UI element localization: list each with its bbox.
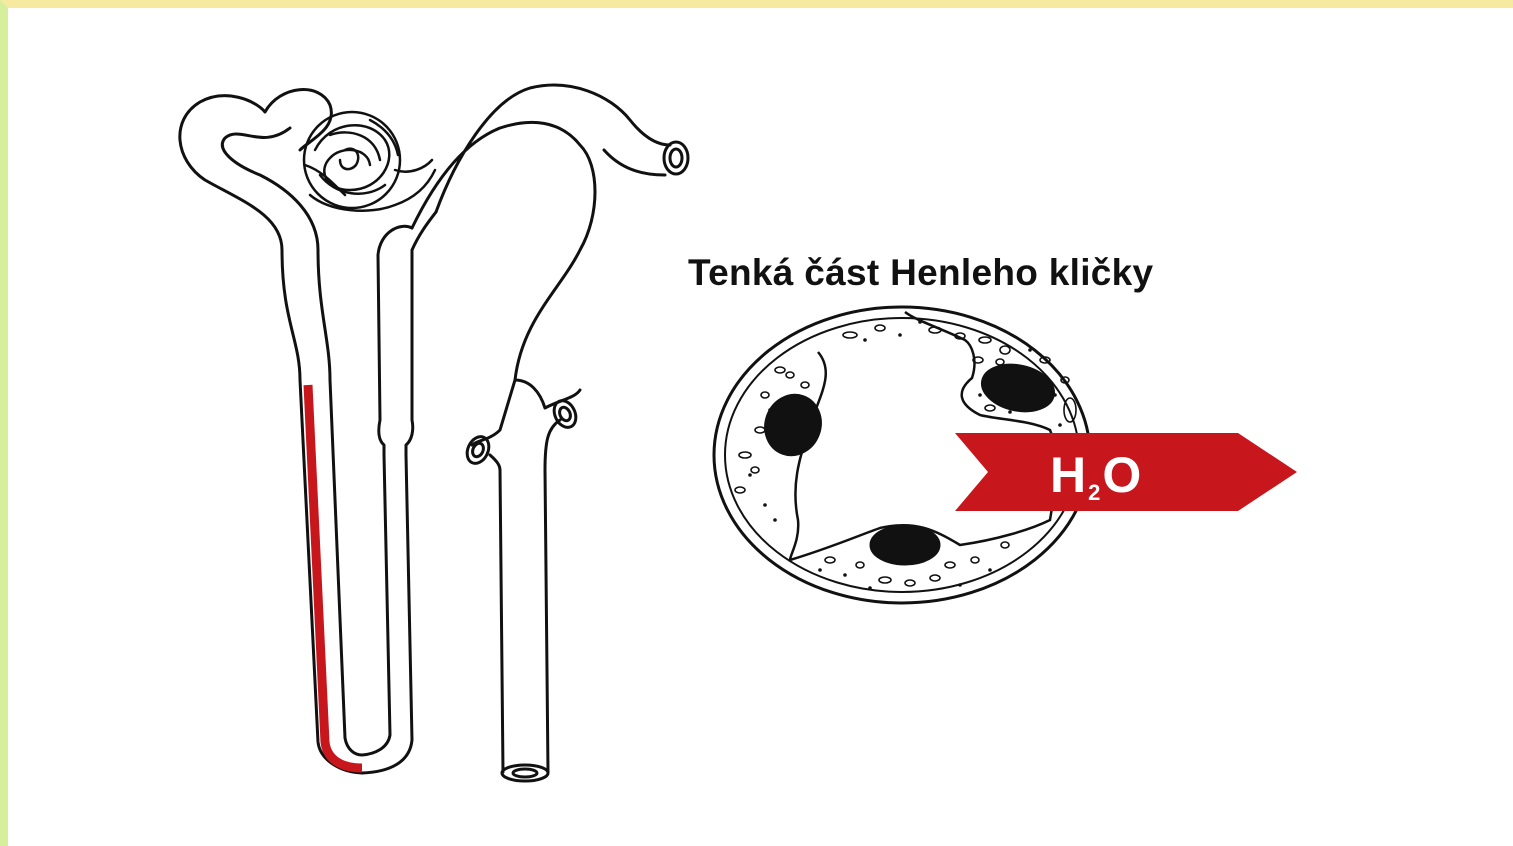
h2o-label-o: O [1102, 447, 1141, 503]
diagram-title: Tenká část Henleho kličky [688, 252, 1153, 294]
h2o-label: H2O [1050, 446, 1141, 506]
cell-nucleus [757, 388, 828, 463]
nephron-drawing [180, 85, 688, 781]
cell-nucleus [978, 359, 1058, 417]
ascending-thin-limb [330, 380, 412, 773]
collecting-duct [490, 380, 580, 772]
glomerulus [304, 112, 435, 211]
h2o-label-h: H [1050, 447, 1086, 503]
collecting-duct-opening [502, 765, 548, 781]
thick-ascending-limb [378, 212, 436, 455]
proximal-tubule [180, 90, 332, 380]
h2o-label-subscript: 2 [1088, 480, 1100, 505]
distal-tubule [412, 85, 670, 445]
cell-nucleus [871, 526, 939, 564]
side-tube-top [664, 142, 688, 174]
